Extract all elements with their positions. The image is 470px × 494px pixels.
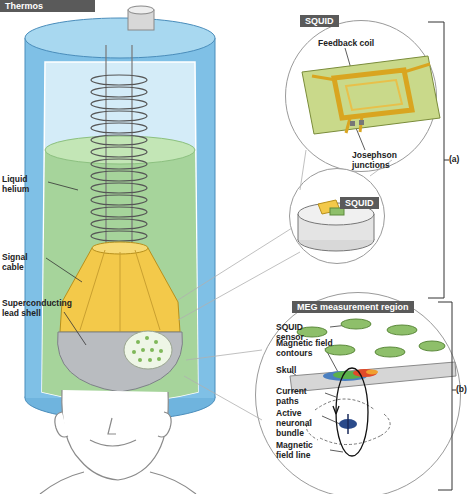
liquid-helium — [45, 136, 195, 164]
signal-cable — [60, 248, 180, 332]
head — [150, 472, 196, 494]
leader-line — [48, 182, 78, 190]
lead-shell — [154, 340, 158, 344]
zoom-line — [184, 376, 262, 420]
thermos-body — [25, 18, 215, 420]
lead-shell — [141, 348, 145, 352]
part-label: Josephson junctions — [352, 150, 414, 170]
thermos-body — [25, 18, 215, 58]
part-label: Magnetic field contours — [276, 338, 334, 358]
lead-shell — [136, 340, 140, 344]
part-label: Liquid helium — [2, 174, 50, 194]
signal-cable — [80, 250, 105, 330]
head — [40, 390, 196, 494]
thermos-body — [215, 38, 216, 398]
coil — [91, 99, 147, 109]
bracket — [428, 22, 444, 298]
lead-shell — [58, 332, 183, 392]
thermos-body — [25, 38, 26, 398]
signal-cable — [92, 242, 148, 254]
thermos-cap — [128, 6, 154, 14]
lead-shell — [132, 350, 136, 354]
heading-tab: SQUID — [340, 197, 379, 209]
head — [55, 412, 68, 437]
coil — [105, 45, 106, 250]
coil — [91, 135, 147, 145]
part-label: Signal cable — [2, 252, 48, 272]
head — [40, 472, 84, 494]
title-tab: Thermos — [0, 0, 95, 12]
coil — [91, 159, 147, 169]
part-label: Current paths — [276, 386, 326, 406]
coil — [91, 195, 147, 205]
part-label: Superconducting lead shell — [2, 298, 66, 318]
lead-shell — [145, 336, 149, 340]
panel-letter: (a) — [449, 154, 459, 164]
lead-shell — [148, 358, 152, 362]
liquid-helium — [42, 150, 198, 402]
thermos-cap — [128, 6, 154, 30]
bracket — [444, 160, 449, 161]
coil — [91, 183, 147, 193]
zoom-line — [178, 228, 292, 300]
coil — [91, 231, 147, 241]
coil — [91, 87, 147, 97]
head — [108, 418, 116, 434]
liquid-helium — [42, 136, 198, 402]
coil — [91, 171, 147, 181]
head — [62, 390, 168, 480]
coil — [131, 45, 132, 250]
thermos-body — [25, 376, 215, 420]
lead-shell — [58, 331, 183, 392]
zoom-line — [178, 252, 300, 320]
part-label: Magnetic field line — [276, 440, 332, 460]
part-label: Active neuronal bundle — [276, 408, 324, 438]
lead-shell — [157, 357, 161, 361]
thermos-cap — [128, 10, 154, 30]
signal-cable — [60, 242, 180, 332]
thermos-body — [25, 38, 215, 398]
coil — [91, 75, 147, 85]
coil — [91, 147, 147, 157]
head — [90, 440, 136, 446]
lead-shell — [159, 349, 163, 353]
coil — [91, 219, 147, 229]
lead-shell — [124, 331, 172, 369]
coil — [91, 123, 147, 133]
part-label: Skull — [276, 365, 296, 375]
leader-line — [46, 258, 82, 282]
heading-tab: MEG measurement region — [292, 301, 414, 313]
coil — [91, 45, 147, 250]
squid-unit-circle: SQUID — [289, 168, 385, 264]
coil — [91, 207, 147, 217]
lead-shell — [138, 358, 142, 362]
zoom-line — [186, 350, 262, 360]
leader-line — [64, 312, 86, 345]
lead-shell — [150, 348, 154, 352]
signal-cable — [120, 252, 121, 332]
coil — [91, 111, 147, 121]
signal-cable — [135, 250, 160, 330]
part-label: Feedback coil — [318, 38, 398, 48]
heading-tab: SQUID — [300, 15, 339, 27]
head — [158, 412, 171, 437]
thermos-body — [42, 62, 198, 402]
panel-letter: (b) — [456, 384, 467, 394]
